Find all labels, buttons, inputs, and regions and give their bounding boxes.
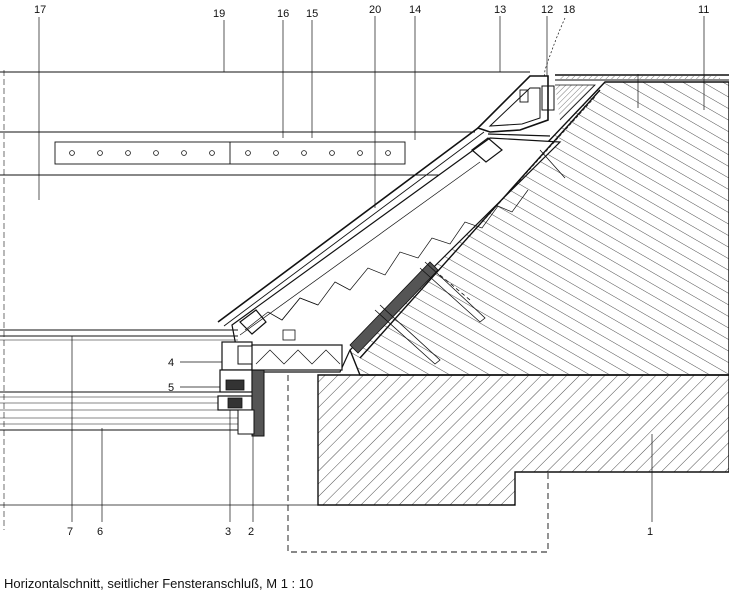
label-5: 5 — [168, 382, 174, 394]
label-7: 7 — [67, 526, 73, 538]
leader-lines — [38, 16, 705, 522]
top-flashing — [555, 74, 729, 108]
label-3: 3 — [225, 526, 231, 538]
label-18: 18 — [563, 4, 575, 16]
label-group-side: 4 5 — [168, 357, 174, 394]
brackets — [239, 137, 503, 335]
label-2: 2 — [248, 526, 254, 538]
label-1: 1 — [647, 526, 653, 538]
label-12: 12 — [541, 4, 553, 16]
corner-cap — [476, 75, 596, 137]
label-4: 4 — [168, 357, 174, 369]
anchors — [374, 149, 566, 365]
label-11: 11 — [698, 4, 709, 16]
label-13: 13 — [494, 4, 506, 16]
label-15: 15 — [306, 8, 318, 20]
label-19: 19 — [213, 8, 225, 20]
window-frame — [0, 329, 343, 437]
facade-sheet — [217, 127, 485, 327]
slab-hatched-area — [317, 374, 729, 506]
drawing-caption: Horizontalschnitt, seitlicher Fensterans… — [4, 576, 314, 591]
label-20: 20 — [369, 4, 381, 16]
bolt-holes — [69, 150, 391, 156]
label-group-bottom: 7 6 3 2 1 — [67, 526, 653, 538]
label-14: 14 — [409, 4, 421, 16]
insulation-zigzag — [239, 161, 529, 336]
label-group-top: 17 19 16 15 20 14 13 12 18 11 — [34, 4, 709, 20]
label-16: 16 — [277, 8, 289, 20]
reveal-frame — [0, 71, 530, 176]
label-6: 6 — [97, 526, 103, 538]
label-17: 17 — [34, 4, 46, 16]
wall-face-dashed — [364, 95, 597, 353]
